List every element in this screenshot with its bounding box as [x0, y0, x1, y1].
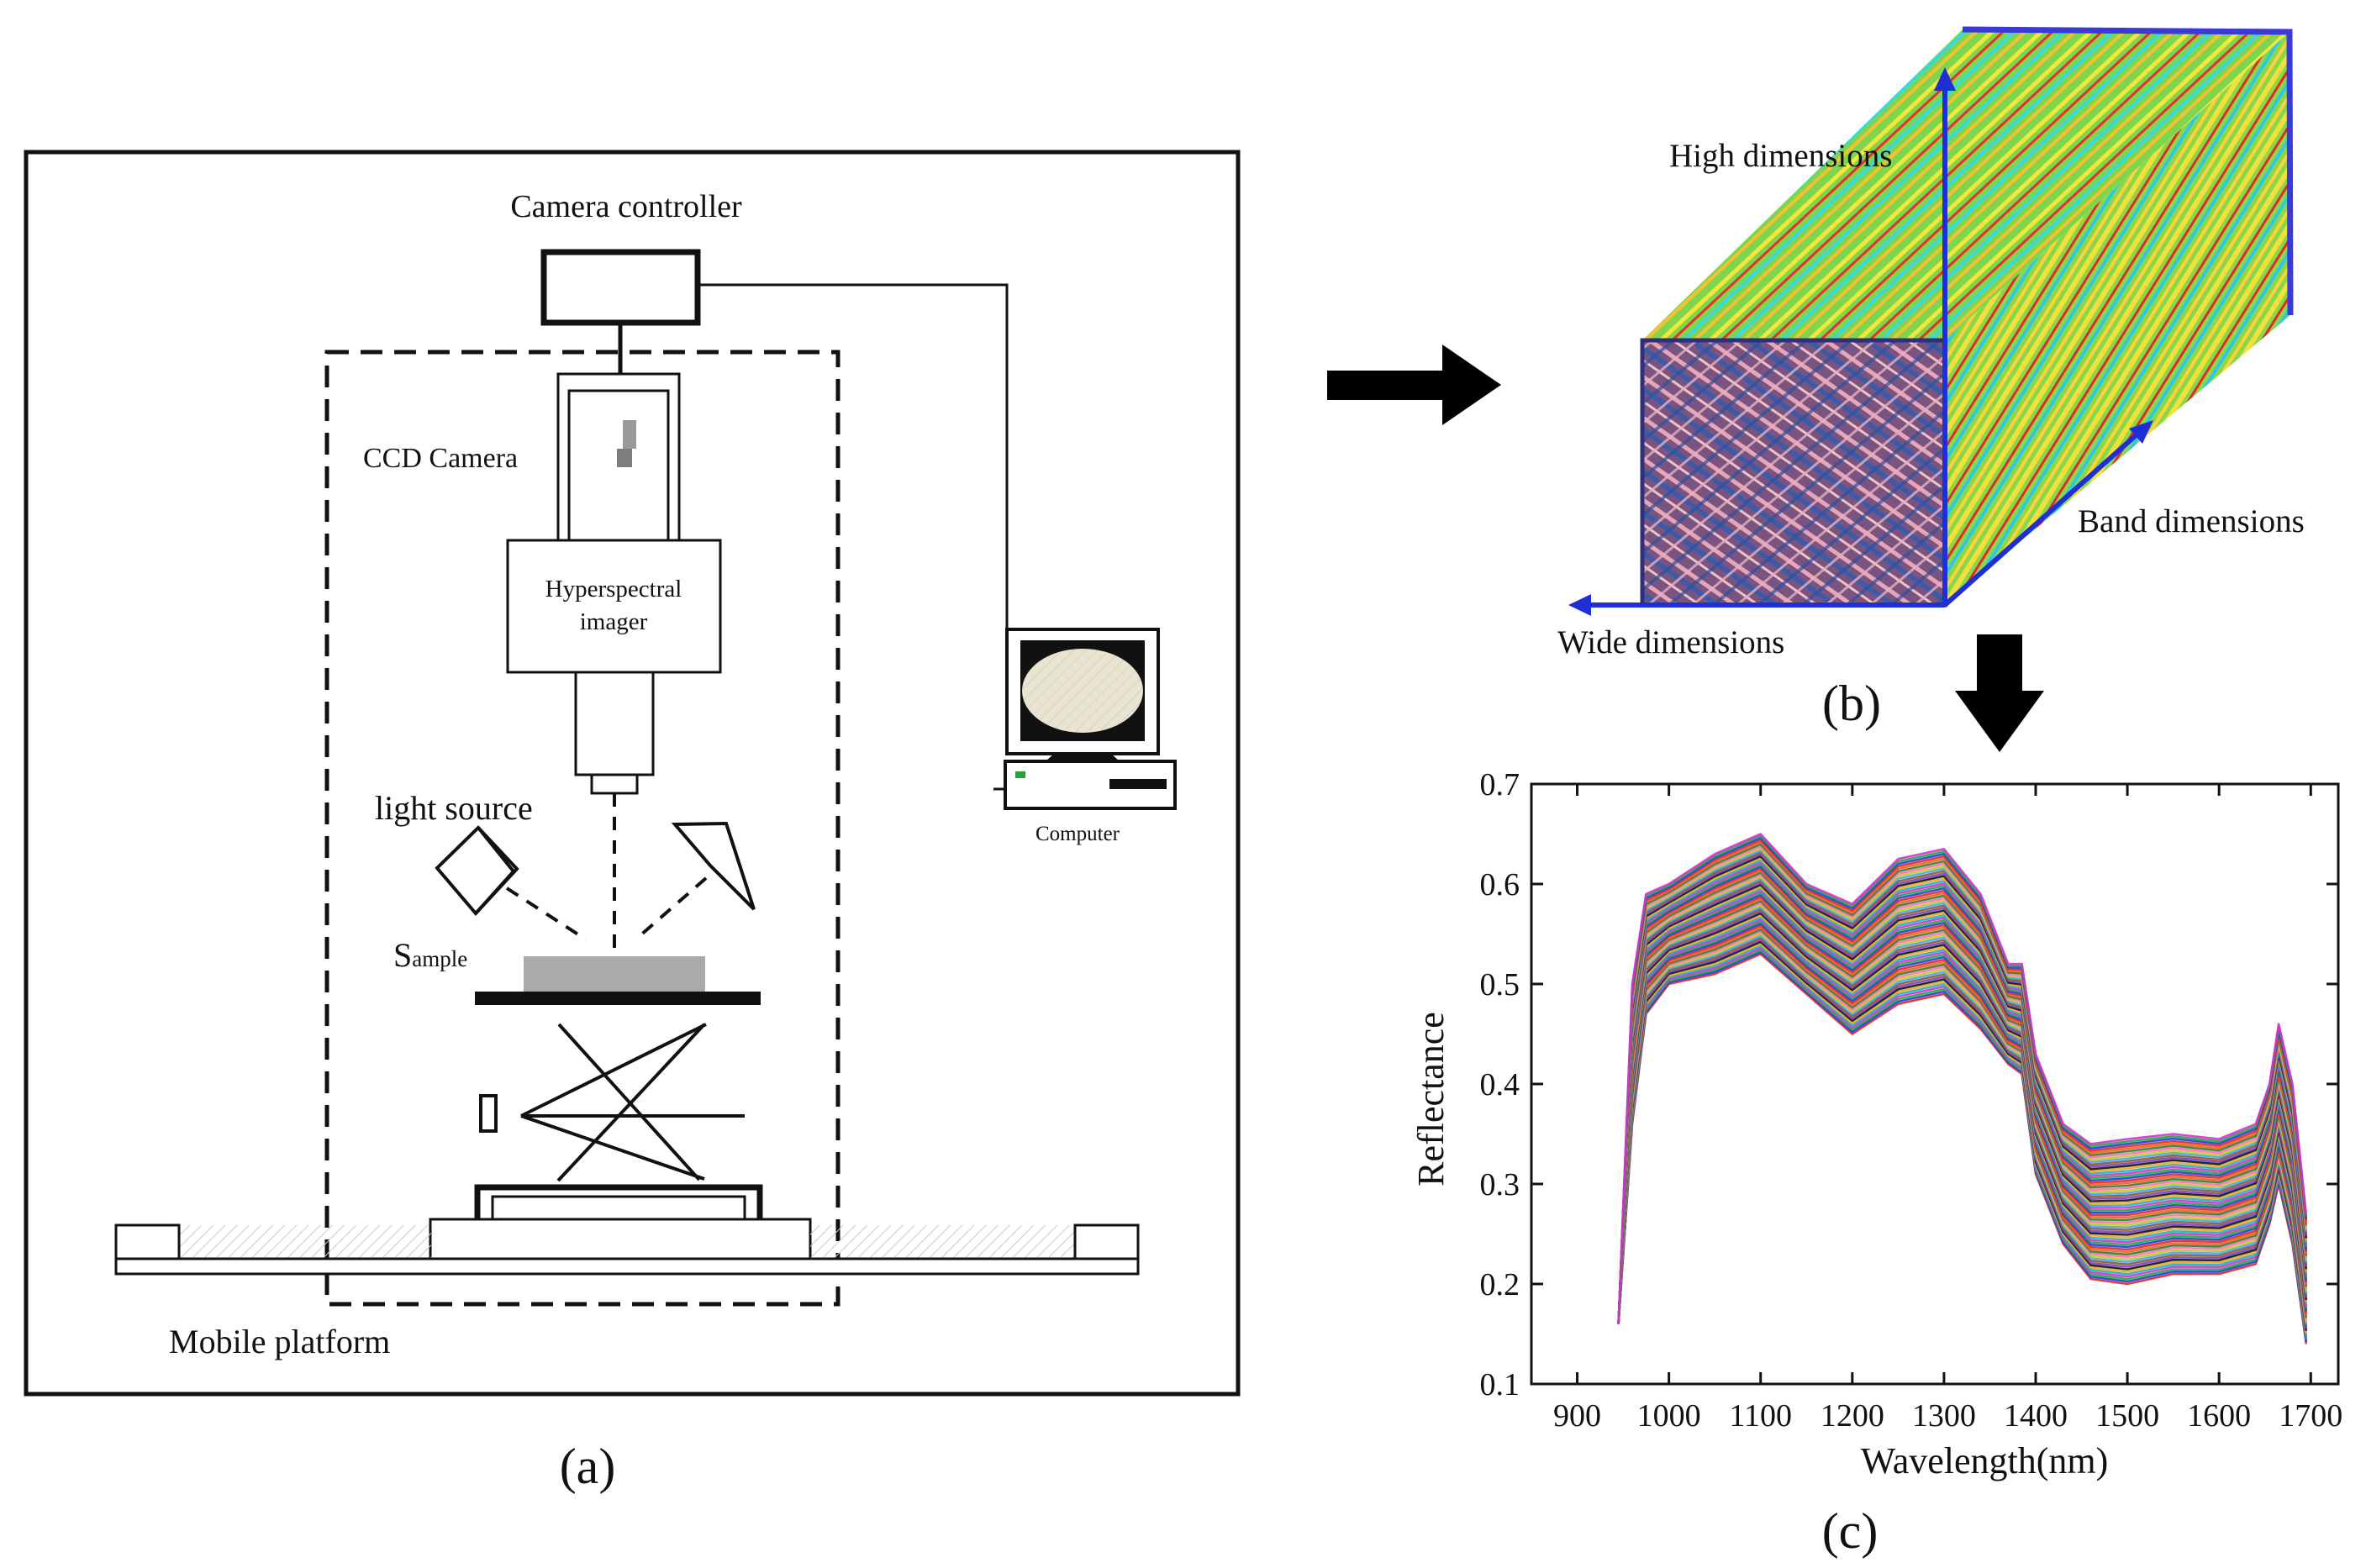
- cube-edge-highlight: [1962, 26, 2294, 316]
- x-tick-label: 900: [1553, 1398, 1601, 1434]
- x-axis-label: Wavelength(nm): [1861, 1440, 2109, 1481]
- cube-top-face: [1642, 29, 2290, 340]
- lens-body: [574, 671, 655, 776]
- x-tick-label: 1500: [2095, 1398, 2159, 1434]
- sample-stage: [475, 992, 761, 1005]
- sample-label: Sample: [393, 936, 467, 974]
- light-source-left: [435, 825, 588, 941]
- dashed-enclosure: [324, 350, 840, 1307]
- panel-a-frame: [24, 150, 1241, 1397]
- sample-label-rest: ample: [412, 946, 467, 971]
- rail-stop-left: [114, 1223, 181, 1260]
- hyperspectral-imager-box: [506, 539, 722, 674]
- lens-tip: [590, 773, 639, 795]
- wide-dimension-axis: [1568, 594, 1945, 616]
- panel-a: Camera controller CCD Camera Hyperspectr…: [24, 150, 1241, 1494]
- y-tick-label: 0.7: [1480, 767, 1520, 802]
- x-tick-label: 1400: [2004, 1398, 2068, 1434]
- y-axis-label: Reflectance: [1410, 1012, 1452, 1187]
- spectrum-line: [1617, 833, 2308, 1324]
- x-axis-ticks: 900 1000 1100 1200 1300 1400 1500 1600 1700: [1553, 784, 2342, 1434]
- y-tick-label: 0.1: [1480, 1367, 1520, 1402]
- flow-arrow-right: [1327, 345, 1501, 425]
- scissor-lift: [479, 1023, 745, 1182]
- stage-base-inner: [491, 1195, 746, 1222]
- x-tick-label: 1600: [2187, 1398, 2251, 1434]
- imager-label-line2: imager: [580, 608, 648, 635]
- mobile-platform-label: Mobile platform: [169, 1323, 390, 1360]
- wide-dimensions-label: Wide dimensions: [1557, 624, 1784, 660]
- x-tick-label: 1000: [1637, 1398, 1701, 1434]
- cube-front-face: [1640, 338, 1947, 608]
- high-dimensions-label: High dimensions: [1669, 138, 1892, 174]
- camera-controller-box: [540, 249, 701, 326]
- sample: [524, 956, 705, 992]
- panel-c-caption: (c): [1822, 1503, 1879, 1559]
- flow-arrow-down: [1955, 634, 2044, 752]
- computer-label: Computer: [1035, 823, 1120, 845]
- x-tick-label: 1200: [1821, 1398, 1884, 1434]
- computer-icon: [993, 628, 1177, 810]
- light-source-right: [639, 821, 756, 937]
- ccd-camera-label: CCD Camera: [363, 443, 518, 474]
- rail-stop-right: [1073, 1223, 1140, 1260]
- cube-side-face: [1945, 32, 2290, 605]
- y-tick-label: 0.2: [1480, 1267, 1520, 1302]
- band-dimensions-label: Band dimensions: [2078, 503, 2305, 539]
- y-tick-label: 0.5: [1480, 967, 1520, 1002]
- y-axis-ticks: 0.1 0.2 0.3 0.4 0.5 0.6 0.7: [1480, 767, 2338, 1402]
- rail-hatch-right: [810, 1225, 1075, 1259]
- y-tick-label: 0.4: [1480, 1067, 1520, 1102]
- rail-track: [114, 1257, 1140, 1276]
- stage-platform: [429, 1218, 812, 1261]
- panel-a-caption: (a): [560, 1439, 616, 1494]
- panel-b-caption: (b): [1822, 676, 1881, 731]
- controller-cable: [698, 283, 1009, 640]
- y-tick-label: 0.6: [1480, 867, 1520, 902]
- camera-controller-label: Camera controller: [510, 189, 742, 224]
- x-tick-label: 1300: [1912, 1398, 1976, 1434]
- panel-b: High dimensions Band dimensions Wide dim…: [1557, 26, 2305, 731]
- spectra-lines: [1617, 833, 2308, 1344]
- light-source-label: light source: [375, 789, 533, 827]
- band-dimension-axis: [1943, 420, 2153, 608]
- x-tick-label: 1700: [2279, 1398, 2342, 1434]
- high-dimension-axis: [1934, 67, 1956, 605]
- rail-hatch-left: [179, 1225, 431, 1259]
- y-tick-label: 0.3: [1480, 1167, 1520, 1202]
- imager-label-line1: Hyperspectral: [545, 576, 682, 602]
- camera-icon: [617, 420, 636, 467]
- sample-label-initial: S: [393, 936, 412, 974]
- x-tick-label: 1100: [1729, 1398, 1792, 1434]
